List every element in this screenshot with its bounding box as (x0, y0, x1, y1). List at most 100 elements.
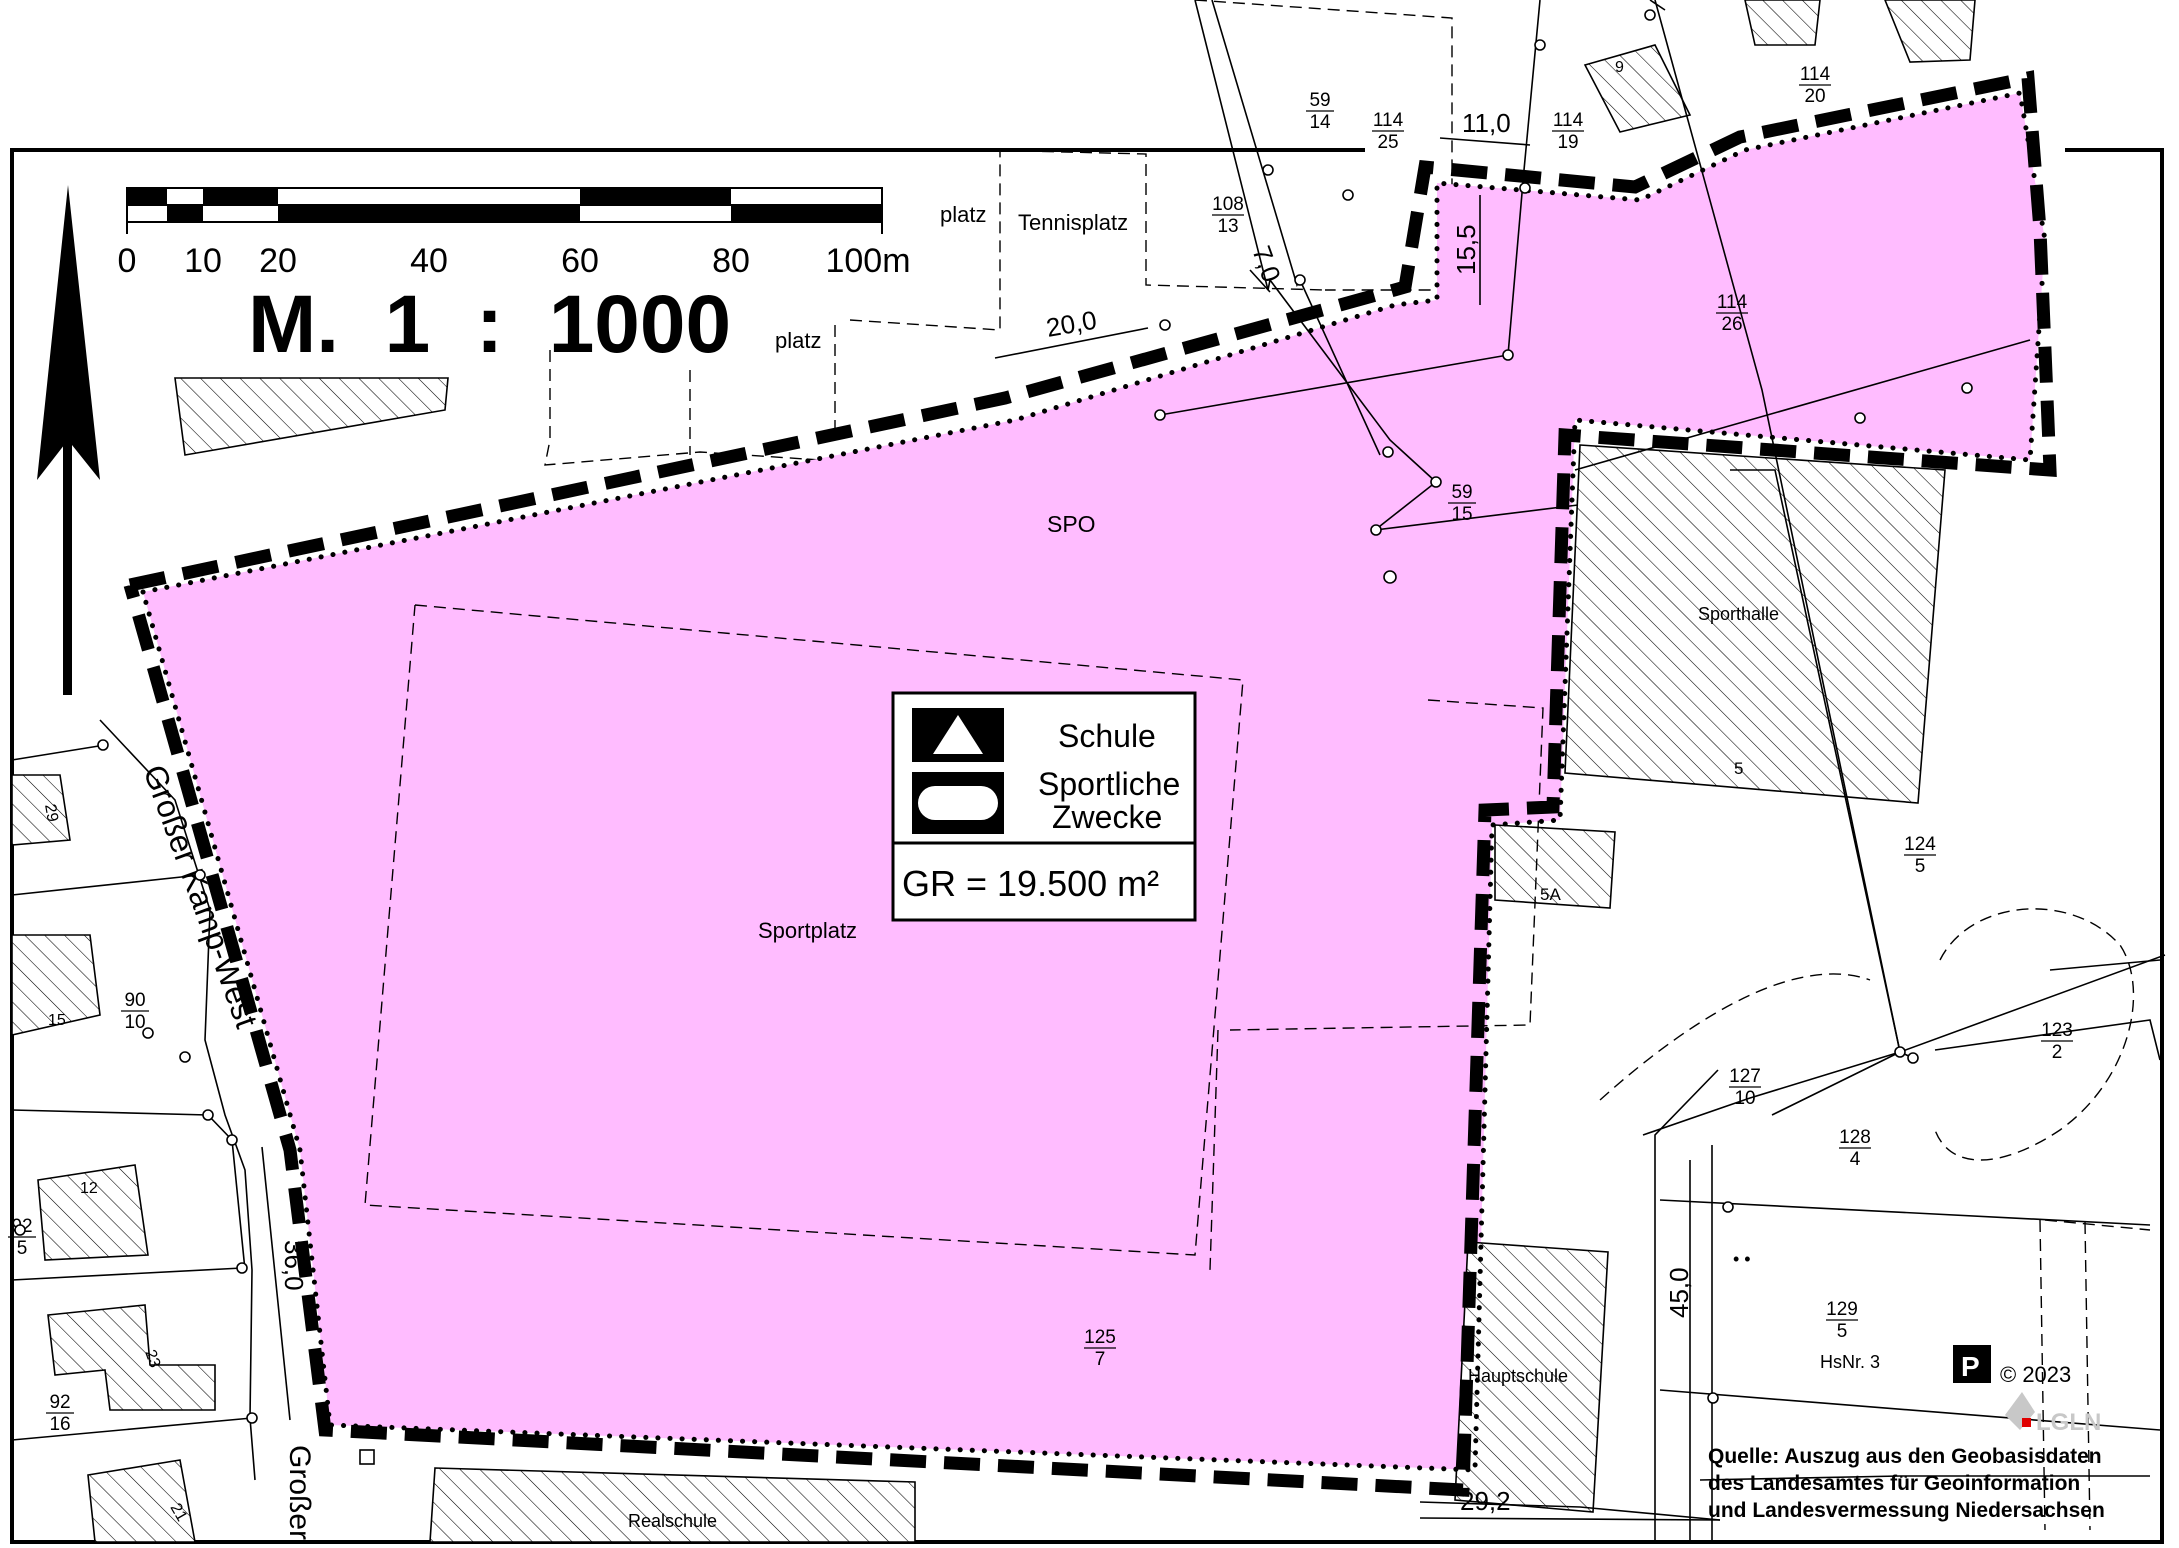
house-21 (87, 1459, 196, 1543)
dimension-label: 15,5 (1451, 224, 1481, 275)
parking-symbol: P (1961, 1351, 1980, 1382)
svg-text:14: 14 (1309, 112, 1331, 133)
lgln-logo-icon (2005, 1392, 2035, 1430)
legend-sport-line2: Zwecke (1052, 799, 1162, 835)
zone-dashed-boundary (123, 70, 2057, 1497)
zone-code: SPO (1047, 511, 1096, 537)
svg-text:90: 90 (124, 990, 145, 1011)
svg-text:19: 19 (1557, 132, 1578, 153)
svg-text:114: 114 (1553, 110, 1584, 131)
house-number: 12 (80, 1180, 98, 1197)
house-number: 5A (1540, 885, 1561, 904)
house-number: 5 (1734, 759, 1743, 778)
svg-text:128: 128 (1839, 1127, 1871, 1148)
building-5a (1494, 824, 1616, 909)
svg-text:26: 26 (1721, 314, 1742, 335)
svg-text:125: 125 (1084, 1327, 1116, 1348)
parking-icon (1953, 1345, 1991, 1383)
sport-stadium-icon (918, 786, 998, 820)
house-number: 9 (1615, 59, 1624, 76)
street-label-bottom: Großer (283, 1445, 316, 1540)
svg-text:114: 114 (1800, 64, 1831, 85)
source-line-3: und Landesvermessung Niedersachsen (1708, 1499, 2105, 1522)
dimension-label: 20,0 (1044, 305, 1099, 343)
svg-text:16: 16 (49, 1414, 70, 1435)
label-dots: • • (1733, 1249, 1751, 1269)
svg-text:25: 25 (1377, 132, 1398, 153)
building-top-right-2 (1884, 0, 1976, 63)
house-23 (47, 1304, 216, 1411)
source-line-1: Quelle: Auszug aus den Geobasisdaten (1708, 1445, 2102, 1468)
svg-text:15: 15 (1451, 504, 1472, 525)
scale-ticks: 0 10 20 40 60 80 100m (118, 242, 911, 280)
scale-tick-label: 60 (561, 242, 599, 280)
dimension-label: 11,0 (1462, 108, 1511, 138)
svg-text:10: 10 (1734, 1088, 1755, 1109)
svg-text:5: 5 (17, 1238, 28, 1259)
label-sportplatz: Sportplatz (758, 918, 857, 943)
label-tennisplatz: Tennisplatz (1018, 210, 1128, 235)
sportplatz-outline (364, 604, 2151, 1531)
svg-text:123: 123 (2041, 1020, 2073, 1041)
dimension-label: 45,0 (1664, 1267, 1694, 1318)
label-realschule: Realschule (628, 1511, 717, 1531)
scale-tick-label: 20 (259, 242, 297, 280)
label-hauptschule: Hauptschule (1468, 1366, 1568, 1386)
house-12 (37, 1164, 149, 1261)
building-sporthalle (1564, 444, 1946, 804)
svg-text:13: 13 (1217, 216, 1238, 237)
legend-sport-line1: Sportliche (1038, 766, 1180, 802)
scale-tick-label: 80 (712, 242, 750, 280)
scale-tick-label: 0 (118, 242, 137, 280)
svg-text:10: 10 (124, 1012, 145, 1033)
house-number: 29 (41, 803, 61, 824)
survey-marker-square (359, 1449, 375, 1465)
lgln-logo-text: LGLN (2036, 1409, 2101, 1436)
dimension-lines (261, 137, 1721, 1542)
label-platz-left: platz (775, 328, 821, 353)
svg-text:129: 129 (1826, 1299, 1858, 1320)
dimension-labels: 11,0 15,5 7,0 20,0 36,0 45,0 29,2 (279, 108, 1694, 1516)
house-number: 23 (141, 1348, 163, 1371)
zone-dotted-boundary (139, 90, 2048, 1473)
svg-text:108: 108 (1212, 194, 1244, 215)
label-platz-top: platz (940, 202, 986, 227)
svg-text:114: 114 (1373, 110, 1404, 131)
map-frame (10, 148, 2164, 1544)
dimension-label: 36,0 (279, 1240, 309, 1291)
source-line-2: des Landesamtes für Geoinformation (1708, 1472, 2080, 1495)
scale-tick-label: 10 (184, 242, 222, 280)
svg-text:127: 127 (1729, 1066, 1761, 1087)
school-triangle-icon (933, 715, 983, 754)
scale-tick-label: 40 (410, 242, 448, 280)
legend-gr-text: GR = 19.500 m² (902, 863, 1159, 904)
svg-text:59: 59 (1451, 482, 1472, 503)
copyright-year: © 2023 (2000, 1362, 2071, 1387)
house-15 (11, 934, 101, 1037)
house-number: 21 (167, 1501, 191, 1525)
svg-text:92: 92 (49, 1392, 70, 1413)
svg-text:7: 7 (1095, 1349, 1106, 1370)
legend-school-label: Schule (1058, 718, 1156, 754)
scale-ratio: M. 1 : 1000 (248, 279, 731, 370)
north-arrow-icon (37, 185, 100, 695)
scale-tick-label: 100m (825, 242, 910, 280)
label-hsnr: HsNr. 3 (1820, 1352, 1880, 1372)
building-9 (1583, 44, 1692, 133)
svg-text:124: 124 (1904, 834, 1936, 855)
svg-text:114: 114 (1717, 292, 1748, 313)
svg-text:5: 5 (1915, 856, 1926, 877)
